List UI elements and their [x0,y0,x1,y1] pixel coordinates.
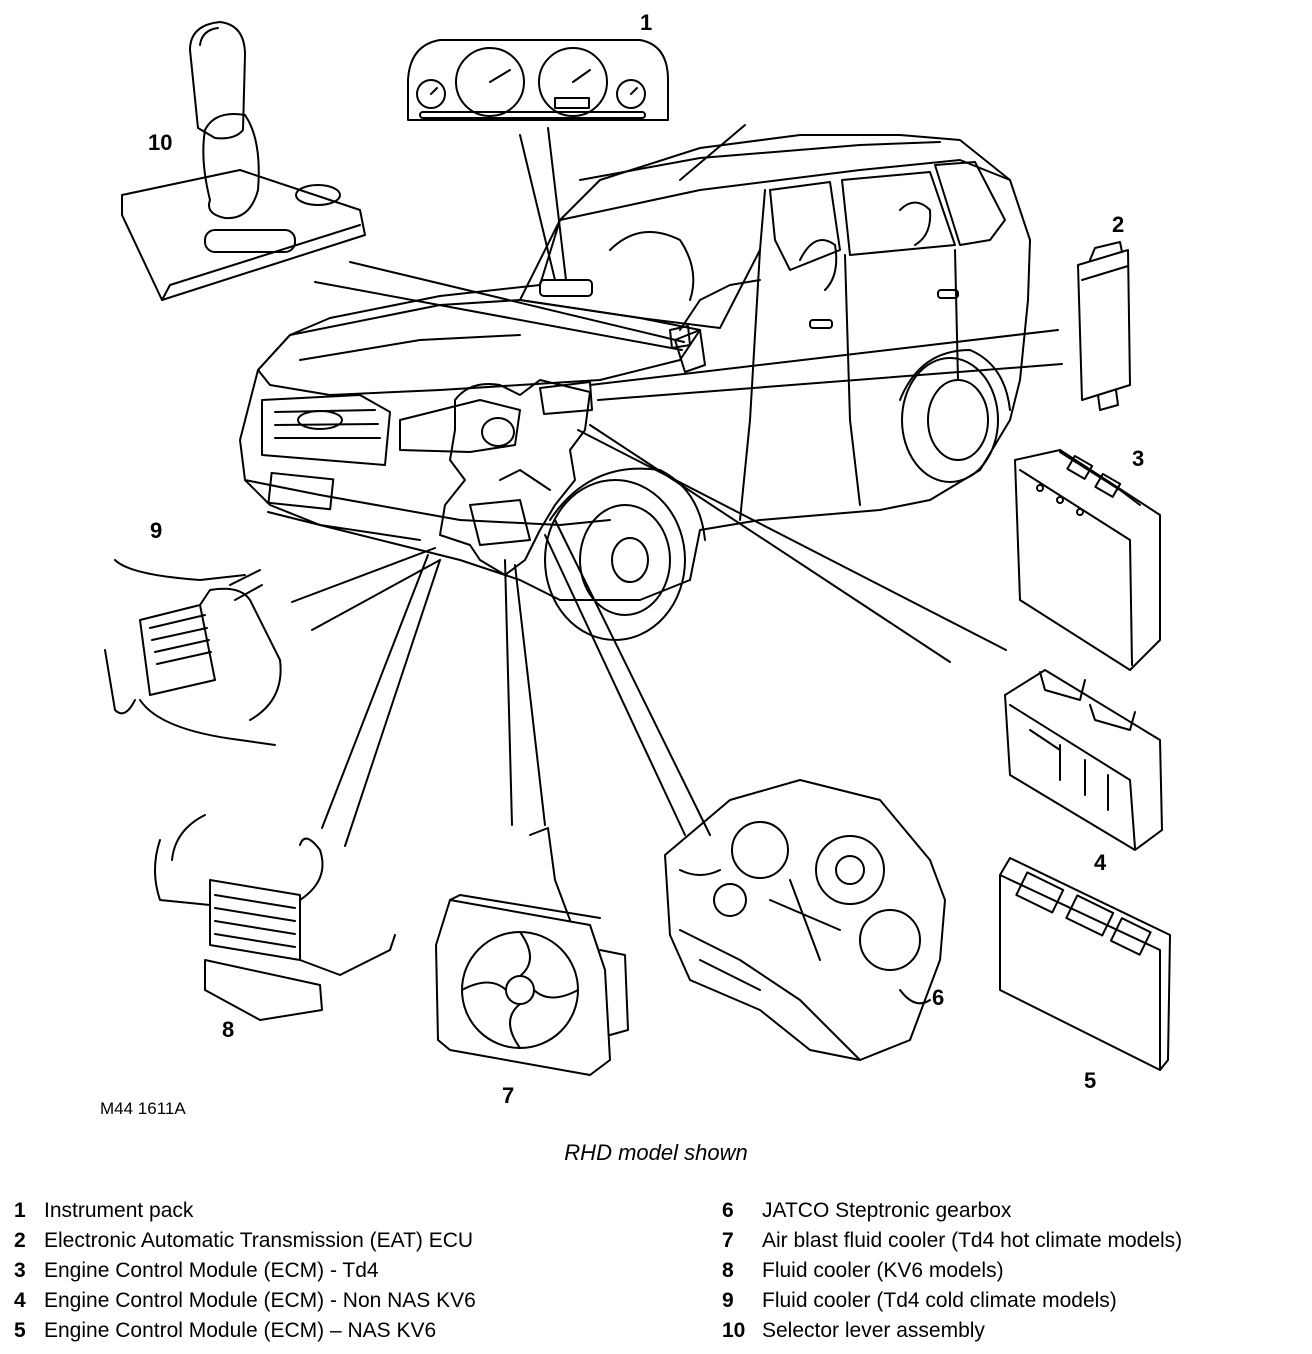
figure-reference: M44 1611A [100,1099,186,1118]
legend-item: 7 Air blast fluid cooler (Td4 hot climate… [722,1226,1182,1256]
callout-3: 3 [1132,446,1144,471]
legend-number: 3 [14,1259,26,1282]
ecm-non-nas-kv6-illustration [1004,669,1163,851]
fluid-cooler-kv6-illustration [154,814,396,1021]
legend-item: 1 Instrument pack [14,1196,476,1226]
selector-lever-illustration [121,21,366,301]
callout-6: 6 [932,985,944,1010]
legend-text: Instrument pack [44,1199,194,1222]
legend-text: Selector lever assembly [762,1319,985,1342]
legend-number: 10 [722,1319,746,1342]
legend-item: 10 Selector lever assembly [722,1316,1182,1346]
callout-7: 7 [502,1083,514,1108]
callout-4: 4 [1094,850,1107,875]
legend-text: JATCO Steptronic gearbox [762,1199,1012,1222]
legend-item: 9 Fluid cooler (Td4 cold climate models) [722,1286,1182,1316]
jatco-gearbox-illustration [664,779,946,1061]
callout-1: 1 [640,10,652,35]
legend-text: Air blast fluid cooler (Td4 hot climate … [762,1229,1183,1252]
legend-text: Engine Control Module (ECM) – NAS KV6 [44,1319,437,1342]
legend-number: 7 [722,1229,734,1252]
legend-item: 6 JATCO Steptronic gearbox [722,1196,1182,1226]
legend-left: 1 Instrument pack 2 Electronic Automatic T… [14,1196,476,1346]
legend-number: 4 [14,1289,26,1312]
leader-lines [291,127,1063,847]
callout-numbers: 1 2 3 4 5 6 7 8 9 10 [148,10,1144,1108]
ecm-nas-kv6-illustration [999,857,1171,1071]
figure-caption: RHD model shown [564,1140,748,1165]
legend-text: Engine Control Module (ECM) - Non NAS KV… [44,1289,476,1312]
legend-item: 8 Fluid cooler (KV6 models) [722,1256,1182,1286]
legend-number: 9 [722,1289,734,1312]
fluid-cooler-td4-cold-illustration [104,559,282,746]
callout-10: 10 [148,130,172,155]
legend-text: Electronic Automatic Transmission (EAT) … [44,1229,474,1252]
eat-ecu-illustration [1077,241,1131,411]
callout-8: 8 [222,1017,234,1042]
legend-number: 2 [14,1229,26,1252]
legend-text: Engine Control Module (ECM) - Td4 [44,1259,379,1282]
legend-text: Fluid cooler (KV6 models) [762,1259,1004,1282]
legend-number: 1 [14,1199,26,1222]
legend-number: 6 [722,1199,734,1222]
legend-item: 3 Engine Control Module (ECM) - Td4 [14,1256,476,1286]
legend-item: 4 Engine Control Module (ECM) - Non NAS K… [14,1286,476,1316]
legend-number: 5 [14,1319,26,1342]
legend-item: 5 Engine Control Module (ECM) – NAS KV6 [14,1316,476,1346]
callout-2: 2 [1112,212,1124,237]
callout-9: 9 [150,518,162,543]
legend-right: 6 JATCO Steptronic gearbox 7 Air blast flu… [722,1196,1182,1346]
legend-number: 8 [722,1259,734,1282]
legend-text: Fluid cooler (Td4 cold climate models) [762,1289,1117,1312]
callout-5: 5 [1084,1068,1096,1093]
vehicle-illustration [239,124,1031,641]
legend-item: 2 Electronic Automatic Transmission (EAT)… [14,1226,476,1256]
instrument-pack-illustration [407,39,669,121]
ecm-td4-illustration [1014,449,1161,671]
air-blast-fluid-cooler-illustration [435,827,629,1076]
